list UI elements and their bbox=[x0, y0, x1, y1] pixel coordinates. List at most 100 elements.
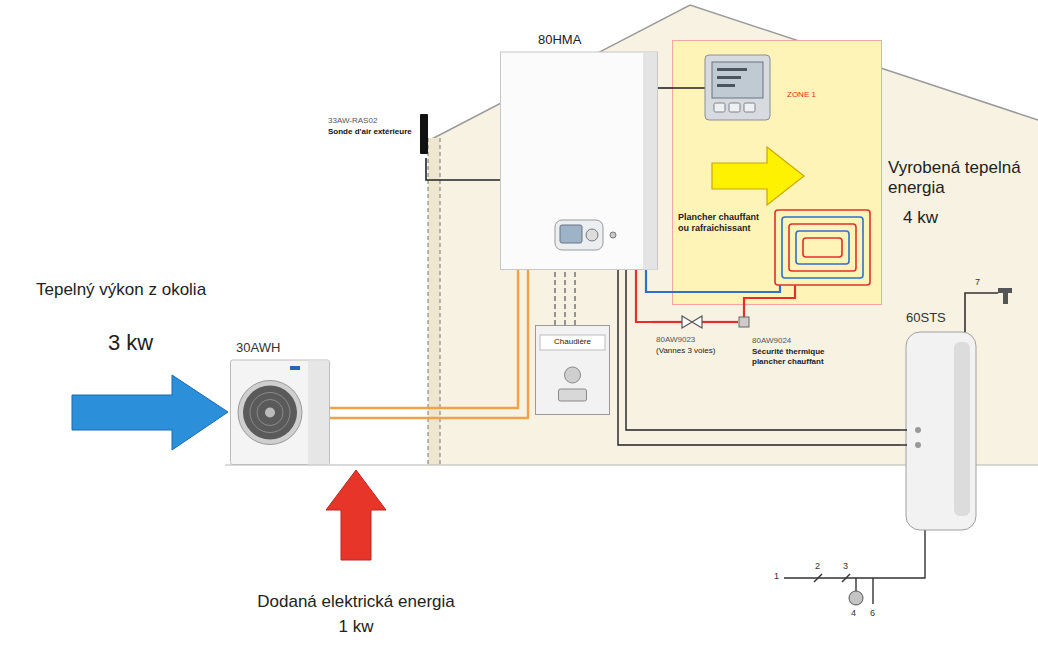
branch-pipe bbox=[855, 578, 856, 591]
floor-heating-loop bbox=[775, 210, 870, 285]
energy-label: Tepelný výkon z okolia bbox=[36, 280, 206, 300]
pipe-stub bbox=[652, 321, 682, 323]
energy-label: Dodaná elektrická energia bbox=[257, 592, 455, 612]
wall-line bbox=[440, 138, 441, 465]
screen-segment bbox=[717, 76, 741, 79]
control-screen bbox=[560, 225, 582, 243]
model-label: 60STS bbox=[906, 310, 946, 326]
fan-grill bbox=[257, 400, 283, 426]
brand-badge bbox=[290, 366, 300, 370]
cold-water-pipe bbox=[784, 530, 925, 578]
floor-heating-loop bbox=[796, 231, 849, 264]
refrigerant-pipe bbox=[330, 270, 518, 408]
boiler-link bbox=[564, 270, 565, 325]
thermal-safety: 80AW9024Sécurité thermique plancher chau… bbox=[738, 314, 844, 372]
control-knob bbox=[586, 229, 598, 241]
boiler-link bbox=[554, 270, 555, 325]
part-name: Sonde d'air extérieure bbox=[328, 127, 412, 137]
tank-port bbox=[915, 427, 921, 433]
return-pipe bbox=[646, 270, 672, 292]
pipe-stub bbox=[702, 321, 732, 323]
valve-symbol bbox=[842, 574, 850, 582]
part-name: (Vannes 3 voies) bbox=[656, 346, 715, 356]
thermostat bbox=[705, 55, 770, 120]
control-panel bbox=[555, 220, 603, 250]
wall-line bbox=[428, 138, 429, 465]
supply-pipe bbox=[743, 305, 745, 314]
tank-body bbox=[906, 332, 976, 530]
thermostat-screen bbox=[712, 62, 763, 98]
node-shape bbox=[230, 340, 330, 465]
floor-heating-loop bbox=[803, 238, 842, 257]
part-name: Sécurité thermique plancher chauffant bbox=[752, 347, 840, 366]
drain-pipe bbox=[872, 578, 873, 604]
indoor-hydraulic-unit: 80HMA bbox=[500, 32, 658, 270]
unit-casing bbox=[231, 360, 330, 465]
tap-symbol bbox=[998, 288, 1012, 304]
thermostat-button bbox=[744, 103, 755, 112]
part-code: 80AW9024 bbox=[752, 336, 791, 346]
three-way-valve: 80AW9023(Vannes 3 voies) bbox=[652, 313, 732, 361]
power-value: 4 kw bbox=[903, 208, 938, 228]
heating-zone: ZONE 1 Plancher chauffant ou rafraichissa… bbox=[672, 40, 882, 305]
boiler-burner bbox=[565, 367, 581, 383]
thermostat-button bbox=[714, 103, 725, 112]
zone-label: ZONE 1 bbox=[787, 90, 816, 100]
heat-output-arrow bbox=[712, 147, 804, 205]
floor-return-pipe bbox=[672, 285, 780, 292]
fan-hub bbox=[265, 408, 275, 418]
valve-symbol bbox=[682, 316, 702, 328]
thermostat-button bbox=[729, 103, 740, 112]
boiler: Chaudière bbox=[535, 325, 610, 415]
boiler-casing bbox=[536, 326, 610, 415]
floor-heating-loop bbox=[782, 217, 863, 278]
part-code: 33AW-RAS02 bbox=[328, 116, 377, 126]
screen-segment bbox=[717, 84, 735, 87]
floor-label: Plancher chauffant ou rafraichissant bbox=[678, 212, 760, 234]
hot-water-pipe bbox=[965, 293, 998, 332]
boiler-label: Chaudière bbox=[554, 337, 591, 347]
screen-segment bbox=[717, 68, 747, 71]
node-shape bbox=[672, 40, 882, 305]
callout-number: 7 bbox=[975, 277, 980, 288]
valve-symbol bbox=[814, 574, 822, 582]
outdoor-air-sensor: 33AW-RAS02Sonde d'air extérieure bbox=[324, 112, 430, 158]
supply-pipe bbox=[732, 321, 738, 323]
sensor-wire bbox=[426, 158, 500, 180]
floor-supply-pipe bbox=[744, 285, 795, 305]
coil-stub bbox=[900, 429, 907, 430]
unit-casing bbox=[501, 52, 658, 270]
fan-opening bbox=[243, 386, 297, 440]
supply-pipe bbox=[636, 270, 652, 322]
power-value: 3 kw bbox=[108, 330, 153, 356]
model-label: 30AWH bbox=[236, 340, 280, 356]
boiler-label-strip bbox=[540, 335, 605, 350]
model-label: 80HMA bbox=[538, 32, 581, 48]
callout-number: 4 bbox=[851, 608, 856, 619]
ambient-heat-arrow bbox=[72, 375, 228, 450]
callout-number: 1 bbox=[774, 571, 779, 582]
zone-ground bbox=[673, 41, 882, 305]
tank-port bbox=[915, 442, 921, 448]
electric-energy-arrow bbox=[326, 470, 386, 560]
fan-ring bbox=[238, 381, 302, 445]
coil-stub bbox=[900, 444, 907, 445]
expansion-vessel bbox=[849, 591, 863, 605]
boiler-link bbox=[574, 270, 575, 325]
hot-water-tank: 60STS bbox=[900, 308, 980, 530]
fan-grill bbox=[250, 393, 290, 433]
refrigerant-pipe bbox=[330, 270, 528, 418]
wall bbox=[428, 138, 440, 465]
outdoor-heat-pump-unit: 30AWH bbox=[230, 340, 330, 465]
energy-label: Vyrobená tepelná energia bbox=[888, 158, 1034, 199]
floor-heating-loop bbox=[789, 224, 856, 271]
callout-number: 3 bbox=[843, 561, 848, 572]
part-code: 80AW9023 bbox=[656, 335, 695, 345]
callout-number: 2 bbox=[815, 561, 820, 572]
thermostat-wire bbox=[672, 87, 705, 89]
unit-side-shade bbox=[643, 53, 657, 270]
safety-device bbox=[739, 317, 749, 327]
boiler-fan bbox=[559, 389, 587, 401]
